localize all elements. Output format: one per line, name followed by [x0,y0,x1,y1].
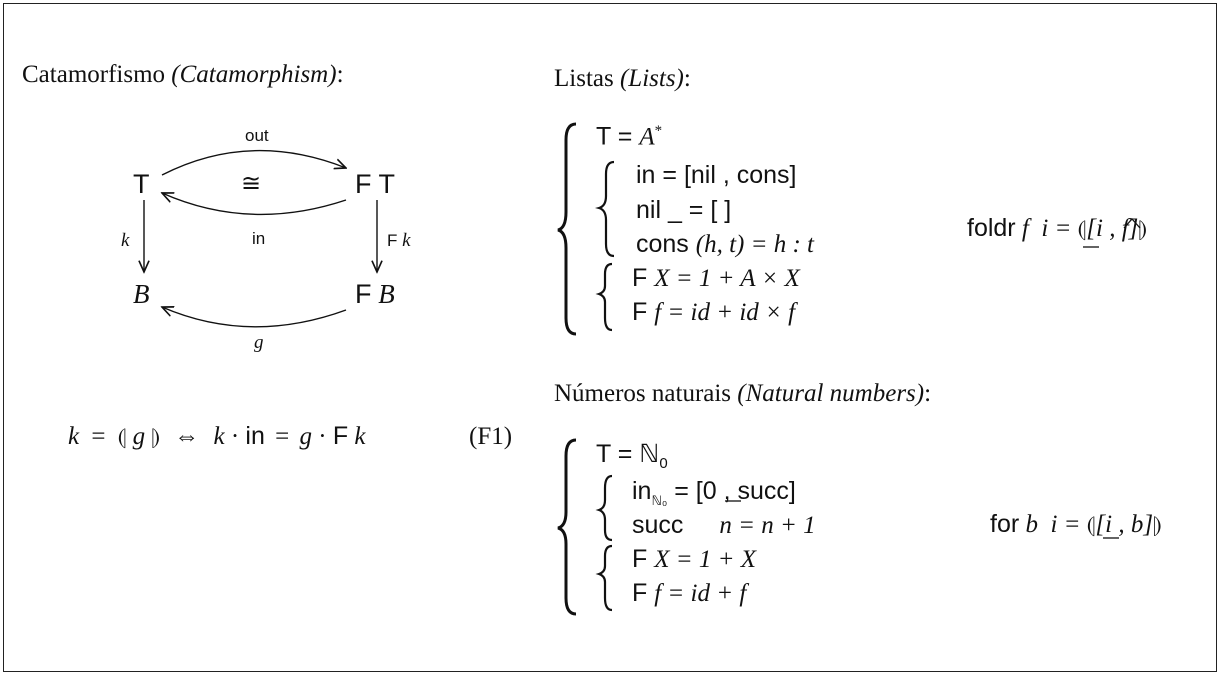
arrow-out [161,149,346,176]
formula-in: in [245,422,265,450]
lists-nil-def: nil _ = [ ] [636,196,732,224]
foldr-def: foldr f i = ⦇[i , f]⦈ [967,214,1148,242]
naturals-succ-def: succ n = n + 1 [632,511,816,539]
naturals-functor-X: F X = 1 + X [632,545,757,573]
catamorphism-formula: k = ⦇ g ⦈ ⇔ k · in = g · F k [68,422,366,450]
naturals-FX-functor: F [632,545,655,573]
catamorphism-heading-italic: (Catamorphism) [171,61,337,88]
arrow-g-label: g [254,332,264,353]
for-args: b i = [1019,511,1087,538]
arrow-out-label: out [245,126,269,145]
catamorphism-heading-colon: : [336,61,344,88]
arrow-in [162,193,347,216]
naturals-T-sub: 0 [659,455,668,472]
foldr-body: [i , f] [1086,215,1139,242]
lists-inner-brace-1 [595,160,615,258]
formula-g2: g [299,423,312,450]
naturals-heading-colon: : [924,380,932,407]
formula-k2: k [213,423,225,450]
naturals-type-def: T = ℕ0 [596,440,668,472]
foldr-banana-open: ⦇ [1077,215,1087,241]
diagram-node-T: T [133,169,150,199]
lists-T-star: * [654,123,663,139]
formula-compose-dot: · [230,423,240,450]
lists-in-def: in = [nil , cons] [636,161,797,189]
naturals-outer-brace [557,438,577,616]
naturals-heading: Números naturais (Natural numbers): [554,381,931,406]
catamorphism-heading: Catamorfismo (Catamorphism): [22,62,344,87]
lists-cons-body: (h, t) = h : t [695,231,815,258]
arrow-g [162,307,347,328]
lists-heading-italic: (Lists) [619,65,684,92]
arrow-Fk-functor: F [387,231,398,250]
isomorphism-symbol: ≅ [241,170,262,197]
formula-functor-F: F [332,422,349,450]
formula-k3: k [354,423,366,450]
lists-heading: Listas (Lists): [554,66,691,91]
arrow-Fk-k: k [402,230,411,251]
lists-Ff-functor: F [632,298,655,326]
naturals-in-kw: in [632,477,652,505]
naturals-inner-brace-1 [595,474,613,542]
formula-k: k [68,423,80,450]
for-def: for b i = ⦇[i , b]⦈ [990,510,1162,538]
naturals-succ-kw: succ [632,511,684,539]
naturals-in-sub: ℕ₀ [651,493,668,508]
naturals-Ff-body: f = id + f [654,580,747,607]
foldr-banana-close: ⦈ [1138,215,1148,241]
formula-iff: ⇔ [174,423,200,450]
banana-close: ⦈ [151,423,160,449]
formula-g: g [132,423,146,450]
diagram-node-FB-B: B [378,279,395,309]
lists-FX-functor: F [632,264,655,292]
formula-equals-2: = [275,423,290,450]
lists-FX-body: X = 1 + A × X [654,265,800,292]
formula-tag-F1: (F1) [469,423,513,450]
diagram-node-B: B [133,279,150,309]
naturals-in-body: = [0 , succ] [667,477,796,505]
lists-heading-colon: : [683,65,691,92]
naturals-Ff-functor: F [632,579,655,607]
naturals-FX-body: X = 1 + X [654,546,757,573]
lists-T-A: A [639,123,655,151]
naturals-heading-italic: (Natural numbers) [737,380,925,407]
formula-equals: = [91,423,106,450]
formula-compose-dot-2: · [318,423,327,450]
diagram-node-FB-functor: F [355,279,372,309]
arrow-k-label: k [121,230,130,251]
foldr-f-hat [1123,218,1141,229]
foldr-args: f i = [1015,215,1078,242]
lists-functor-X: F X = 1 + A × X [632,264,800,292]
naturals-heading-main: Números naturais [554,380,732,407]
lists-inner-brace-2 [595,262,613,332]
foldr-kw: foldr [967,214,1016,242]
lists-outer-brace [557,122,577,336]
for-banana-close: ⦈ [1153,511,1162,537]
lists-heading-main: Listas [554,65,614,92]
lists-functor-f: F f = id + id × f [632,298,796,326]
lists-cons-kw: cons [636,230,696,258]
lists-cons-def: cons (h, t) = h : t [636,230,815,258]
diagram-node-FT: F T [355,169,395,199]
lists-type-def: T = A* [596,122,663,151]
naturals-functor-f: F f = id + f [632,579,747,607]
diagram-node-FB: F B [355,281,395,308]
catamorphism-heading-main: Catamorfismo [22,61,166,88]
naturals-T-eq: T = ℕ [596,440,660,468]
arrow-Fk-label: F k [387,231,411,250]
naturals-inner-brace-2 [595,544,613,612]
lists-Ff-body: f = id + id × f [654,299,796,326]
for-banana-open: ⦇ [1086,511,1096,537]
for-kw: for [990,510,1020,538]
lists-T-eq: T = [596,122,640,151]
arrow-in-label: in [252,229,266,248]
for-body: [i , b] [1095,511,1154,538]
naturals-in-def: inℕ₀ = [0 , succ] [632,477,796,508]
figure-frame [3,3,1217,672]
naturals-succ-body: n = n + 1 [719,512,816,539]
banana-open: ⦇ [117,423,127,449]
